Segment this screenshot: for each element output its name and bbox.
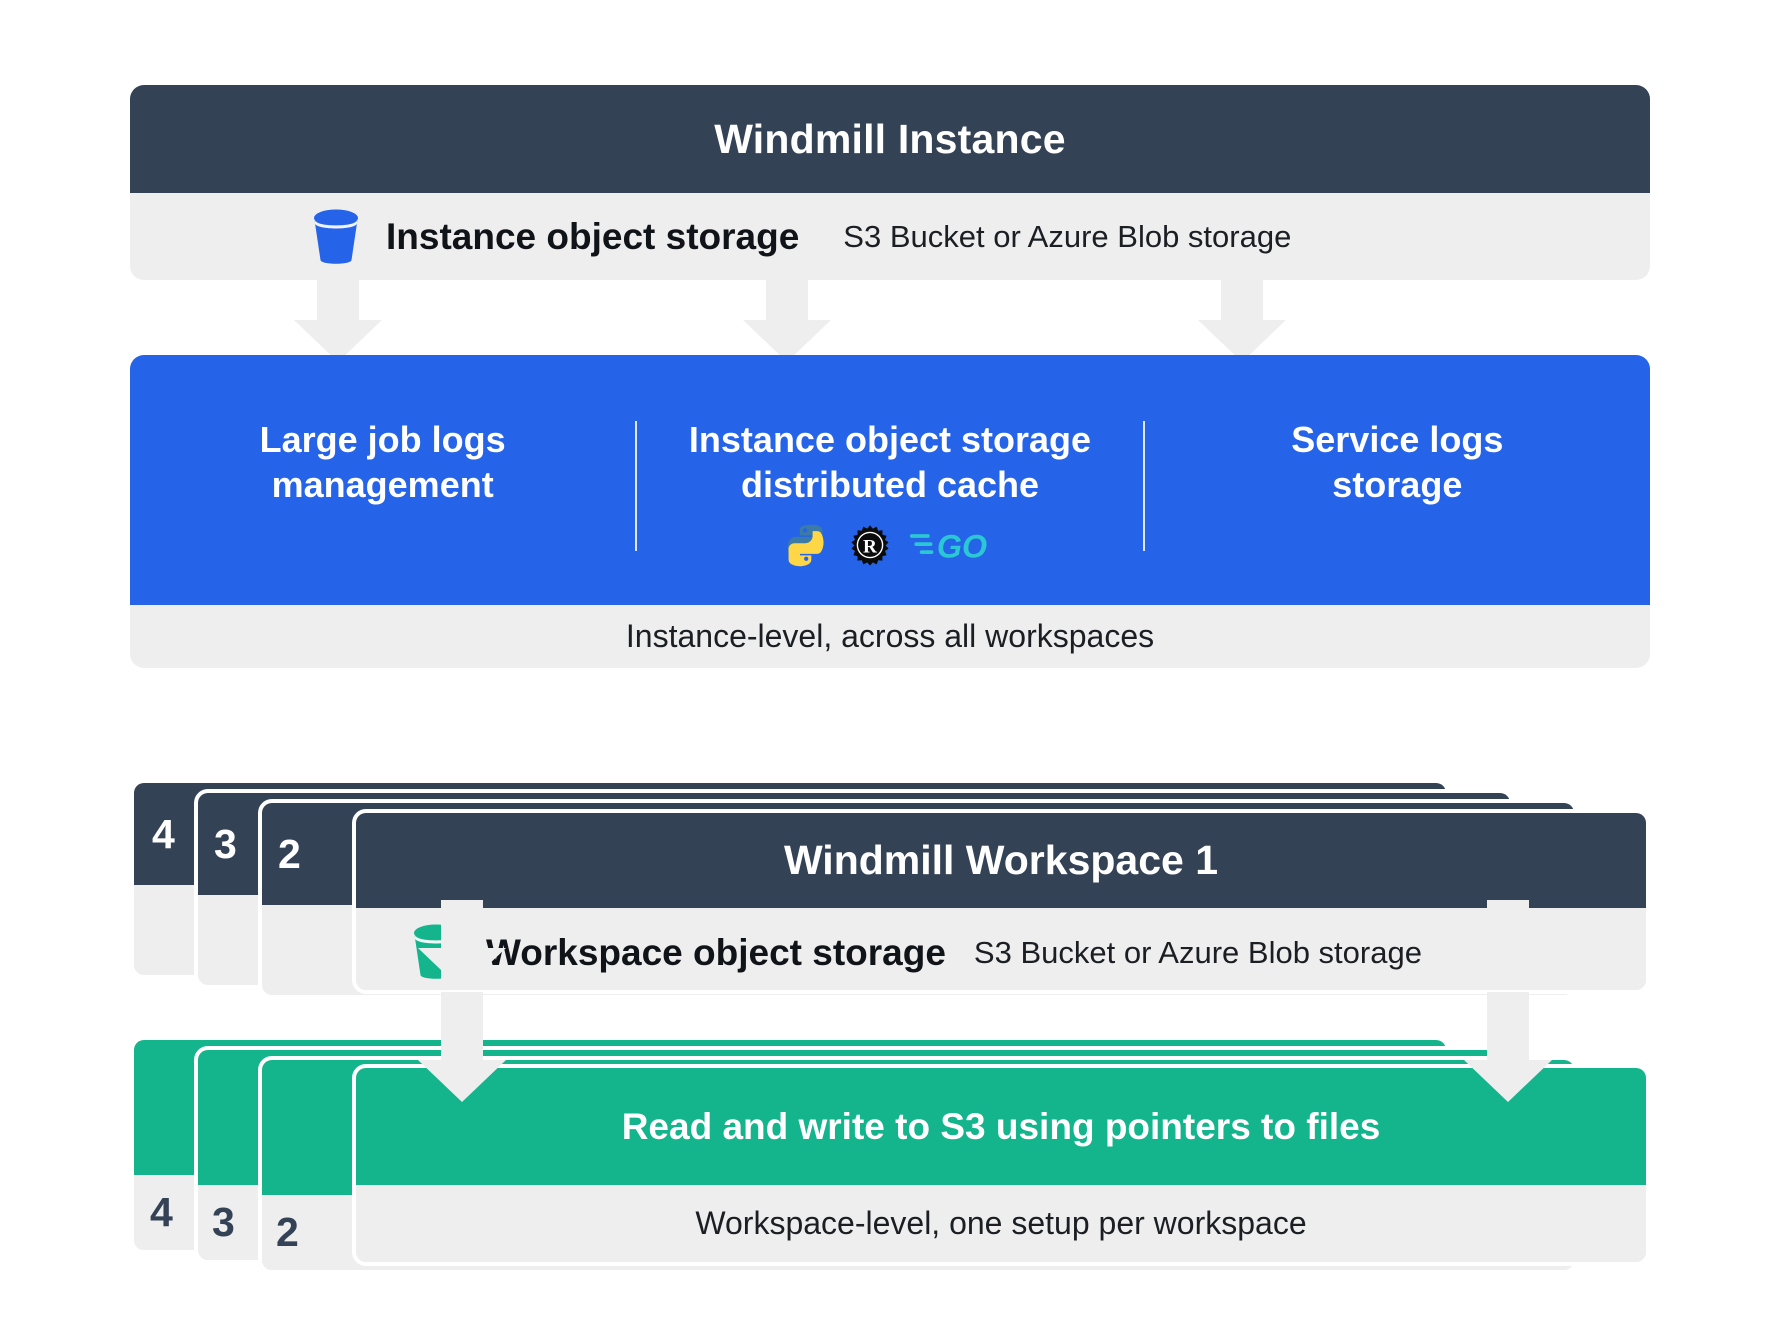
- arrow-head-workspace-left: [418, 948, 506, 990]
- instance-level-caption: Instance-level, across all workspaces: [130, 605, 1650, 668]
- workspace-stack-number-4: 4: [152, 810, 175, 857]
- green-card-title-bar: Read and write to S3 using pointers to f…: [356, 1068, 1646, 1185]
- blue-column-service-logs: Service logs storage: [1145, 417, 1650, 508]
- rust-icon: R: [848, 523, 892, 577]
- go-icon: GO: [909, 525, 996, 575]
- blue-column-2-line1: Instance object storage: [688, 419, 1092, 460]
- blue-column-1-line2: management: [271, 464, 494, 506]
- blue-column-2-line2: distributed cache: [740, 464, 1040, 506]
- workspace-title: Windmill Workspace 1: [783, 837, 1219, 883]
- instance-card-header: Windmill Instance: [130, 85, 1650, 193]
- blue-column-1-line1: Large job logs: [259, 419, 506, 460]
- blue-column-large-job-logs: Large job logs management: [130, 417, 635, 508]
- workspace-storage-row: Workspace object storage S3 Bucket or Az…: [356, 908, 1646, 990]
- instance-storage-detail: S3 Bucket or Azure Blob storage: [843, 218, 1292, 254]
- instance-storage-label: Instance object storage: [386, 215, 800, 257]
- blue-divider-1: [635, 421, 638, 551]
- svg-text:R: R: [863, 536, 878, 557]
- arrow-head-workspace-left-overlay: [418, 1060, 506, 1102]
- workspace-stack-number-3: 3: [214, 820, 237, 867]
- green-card-caption: Workspace-level, one setup per workspace: [695, 1205, 1307, 1241]
- arrow-head-workspace-right-overlay: [1464, 1060, 1552, 1102]
- workspace-card-header: Windmill Workspace 1: [356, 813, 1646, 908]
- language-icon-row: R GO: [784, 522, 996, 578]
- svg-text:GO: GO: [937, 528, 987, 564]
- workspace-storage-detail: S3 Bucket or Azure Blob storage: [973, 935, 1422, 970]
- green-stack-number-2: 2: [276, 1209, 299, 1255]
- workspace-storage-label: Workspace object storage: [486, 932, 946, 973]
- workspace-stack-number-2: 2: [278, 830, 301, 877]
- blue-column-3-line1: Service logs: [1291, 419, 1504, 460]
- green-card-caption-bar: Workspace-level, one setup per workspace: [356, 1185, 1646, 1262]
- blue-column-3-line2: storage: [1332, 464, 1463, 506]
- workspace-card-front: Windmill Workspace 1 Workspace object st…: [352, 809, 1650, 994]
- instance-title: Windmill Instance: [714, 115, 1066, 162]
- instance-storage-row: Instance object storage S3 Bucket or Azu…: [130, 193, 1650, 280]
- green-stack-number-3: 3: [212, 1199, 235, 1245]
- instance-level-caption-text: Instance-level, across all workspaces: [625, 618, 1155, 654]
- green-card-title: Read and write to S3 using pointers to f…: [621, 1105, 1381, 1147]
- instance-blue-panel: Large job logs management Instance objec…: [130, 355, 1650, 605]
- arrow-head-workspace-right: [1464, 948, 1552, 990]
- green-stack-number-4: 4: [150, 1189, 173, 1235]
- blue-divider-2: [1142, 421, 1145, 551]
- arrow-shaft-workspace-left-overlay: [441, 992, 483, 1062]
- green-card-front: Read and write to S3 using pointers to f…: [352, 1064, 1650, 1266]
- windmill-instance-card: Windmill Instance Instance object storag…: [130, 85, 1650, 280]
- python-icon: [784, 522, 830, 578]
- blue-column-distributed-cache: Instance object storage distributed cach…: [637, 417, 1142, 578]
- arrow-shaft-workspace-right-overlay: [1487, 992, 1529, 1062]
- bucket-icon: [308, 208, 364, 270]
